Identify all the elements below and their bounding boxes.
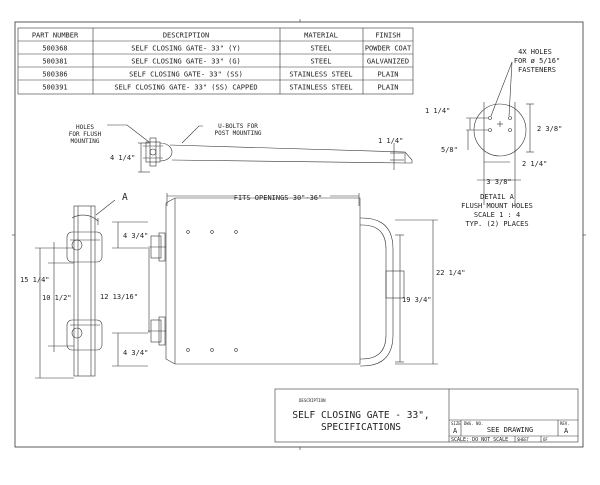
cell-material: STEEL	[310, 58, 331, 66]
detail-holes-line-2: FOR ø 5/16"	[514, 57, 560, 65]
rev-label: REV.	[560, 421, 570, 426]
header-description: DESCRIPTION	[163, 32, 209, 40]
dim-hinge-span: 12 13/16"	[100, 293, 138, 301]
callout-a: A	[122, 192, 128, 203]
table-row: 500386 SELF CLOSING GATE- 33" (SS) STAIN…	[42, 71, 398, 79]
dim-inner-height: 10 1/2"	[42, 294, 72, 302]
size-value: A	[453, 427, 458, 435]
cell-part-number: 500368	[42, 45, 67, 53]
detail-holes-line-1: 4X HOLES	[518, 48, 552, 56]
ubolts-note-line-1: U-BOLTS FOR	[218, 123, 258, 130]
table-row: 500368 SELF CLOSING GATE- 33" (Y) STEEL …	[42, 45, 412, 53]
cell-description: SELF CLOSING GATE- 33" (Y)	[131, 45, 241, 53]
title-line-1: SELF CLOSING GATE - 33",	[292, 410, 429, 421]
header-part-number: PART NUMBER	[32, 32, 79, 40]
dim-gate-height: 19 3/4"	[402, 296, 432, 304]
title-block	[274, 388, 579, 443]
parts-table	[17, 27, 414, 95]
cell-finish: PLAIN	[377, 84, 398, 92]
detail-a-labels: 4X HOLES FOR ø 5/16" FASTENERS 1 1/4" 2 …	[425, 48, 562, 228]
detail-title-line-2: FLUSH MOUNT HOLES	[461, 202, 533, 210]
dim-top-depth: 4 1/4"	[110, 154, 135, 162]
sheet-label: SHEET	[517, 437, 530, 442]
cell-description: SELF CLOSING GATE- 33" (SS) CAPPED	[114, 84, 257, 92]
title-desc-label: DESCRIPTION	[299, 398, 326, 403]
cell-part-number: 500391	[42, 84, 67, 92]
size-label: SIZE	[451, 421, 461, 426]
table-row: 500381 SELF CLOSING GATE- 33" (G) STEEL …	[42, 58, 409, 66]
table-row: 500391 SELF CLOSING GATE- 33" (SS) CAPPE…	[42, 84, 398, 92]
header-finish: FINISH	[375, 32, 400, 40]
detail-title-line-1: DETAIL A	[480, 193, 515, 201]
parts-table-headers: PART NUMBER DESCRIPTION MATERIAL FINISH	[32, 32, 401, 40]
cell-finish: PLAIN	[377, 71, 398, 79]
detail-dim-lower: 2 1/4"	[522, 160, 547, 168]
detail-dim-top: 1 1/4"	[425, 107, 450, 115]
dim-overall-height: 15 1/4"	[20, 276, 50, 284]
holes-note-line-3: MOUNTING	[71, 138, 100, 145]
dim-fits-openings: FITS OPENINGS 30"-36"	[234, 194, 323, 202]
cell-finish: POWDER COAT	[365, 45, 412, 53]
front-view-labels: A FITS OPENINGS 30"-36" 4 3/4" 4 3/4" 15…	[20, 192, 466, 357]
dim-top-offset: 1 1/4"	[378, 137, 403, 145]
cell-part-number: 500386	[42, 71, 67, 79]
ubolts-note-line-2: POST MOUNTING	[215, 130, 262, 137]
cell-material: STEEL	[310, 45, 331, 53]
title-line-2: SPECIFICATIONS	[321, 422, 401, 433]
title-block-text: DESCRIPTION SELF CLOSING GATE - 33", SPE…	[292, 398, 569, 443]
of-label: OF	[543, 437, 548, 442]
cell-description: SELF CLOSING GATE- 33" (G)	[131, 58, 241, 66]
front-view	[35, 193, 438, 379]
cell-part-number: 500381	[42, 58, 67, 66]
holes-note-line-1: HOLES	[76, 124, 94, 131]
dim-upper-hinge: 4 3/4"	[123, 232, 148, 240]
dim-lower-hinge: 4 3/4"	[123, 349, 148, 357]
detail-dim-width: 3 3/8"	[486, 178, 511, 186]
header-material: MATERIAL	[304, 32, 338, 40]
detail-dim-right: 2 3/8"	[537, 125, 562, 133]
cell-material: STAINLESS STEEL	[289, 71, 352, 79]
drawing-border	[14, 21, 584, 448]
top-view-labels: HOLES FOR FLUSH MOUNTING U-BOLTS FOR POS…	[69, 123, 404, 162]
cell-material: STAINLESS STEEL	[289, 84, 352, 92]
detail-a	[466, 61, 534, 205]
top-view	[107, 124, 413, 173]
detail-holes-line-3: FASTENERS	[518, 66, 556, 74]
dwg-value: SEE DRAWING	[487, 426, 533, 434]
cell-finish: GALVANIZED	[367, 58, 409, 66]
dim-total-height: 22 1/4"	[436, 269, 466, 277]
rev-value: A	[564, 427, 569, 435]
scale-note: SCALE: DO NOT SCALE	[451, 437, 508, 443]
dwg-label: DWG. NO.	[464, 421, 483, 426]
holes-note-line-2: FOR FLUSH	[69, 131, 102, 138]
detail-title-line-4: TYP. (2) PLACES	[465, 220, 528, 228]
cell-description: SELF CLOSING GATE- 33" (SS)	[129, 71, 243, 79]
detail-title-line-3: SCALE 1 : 4	[474, 211, 520, 219]
detail-dim-left: 5/8"	[441, 146, 458, 154]
